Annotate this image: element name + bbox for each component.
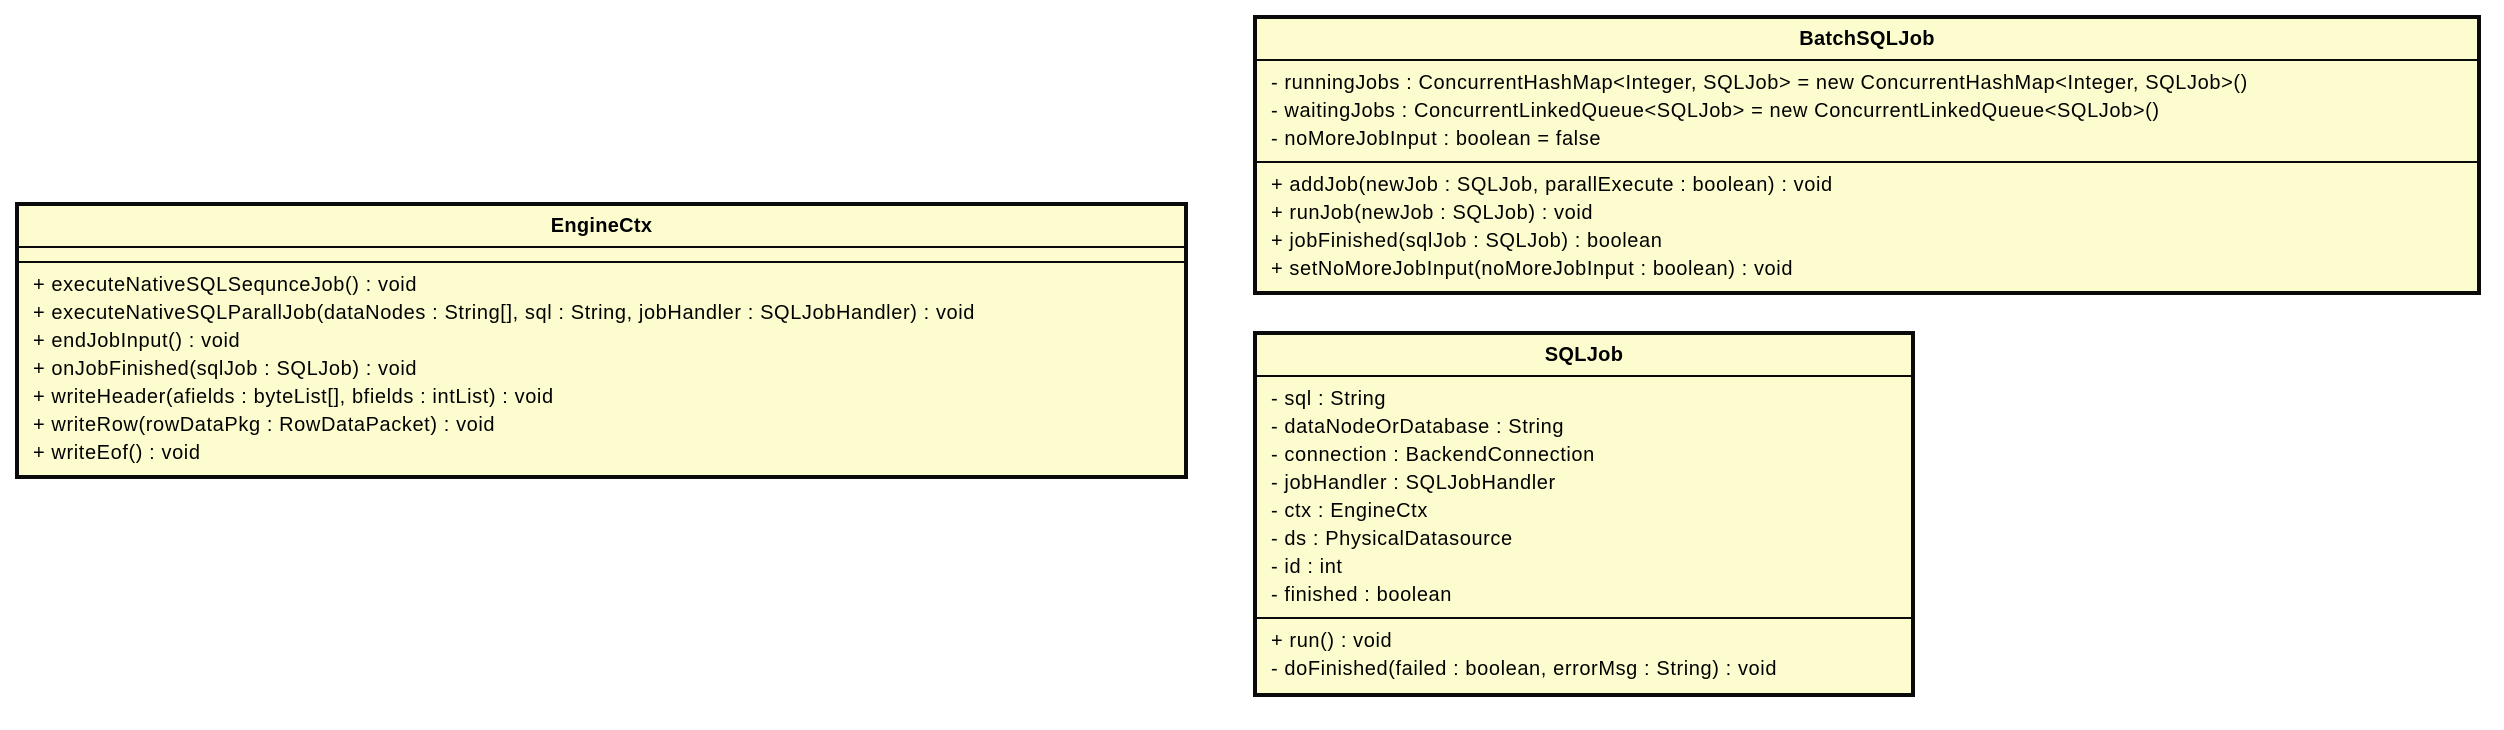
class-member: + onJobFinished(sqlJob : SQLJob) : void [33,358,418,380]
attributes-compartment-batchsqljob: - runningJobs : ConcurrentHashMap<Intege… [1257,61,2477,163]
attributes-compartment-enginectx [19,248,1184,263]
class-member: + writeHeader(afields : byteList[], bfie… [33,386,554,408]
methods-compartment-sqljob: + run() : void - doFinished(failed : bool… [1257,619,1911,691]
class-member: + writeEof() : void [33,442,201,464]
class-member: + endJobInput() : void [33,330,241,352]
class-member: - waitingJobs : ConcurrentLinkedQueue<SQ… [1271,100,2160,122]
class-box-sqljob[interactable]: SQLJob - sql : String - dataNodeOrDatabas… [1253,331,1915,697]
class-member: - noMoreJobInput : boolean = false [1271,128,1602,150]
class-member: - dataNodeOrDatabase : String [1271,416,1565,438]
class-member: - finished : boolean [1271,584,1453,606]
class-member: - ds : PhysicalDatasource [1271,528,1513,550]
class-member: + executeNativeSQLParallJob(dataNodes : … [33,302,976,324]
attributes-compartment-sqljob: - sql : String - dataNodeOrDatabase : Str… [1257,377,1911,619]
class-member: + executeNativeSQLSequnceJob() : void [33,274,418,296]
class-member: + runJob(newJob : SQLJob) : void [1271,202,1594,224]
methods-compartment-enginectx: + executeNativeSQLSequnceJob() : void + e… [19,263,1184,475]
class-member: - runningJobs : ConcurrentHashMap<Intege… [1271,72,2248,94]
class-title-sqljob: SQLJob [1257,335,1911,377]
class-member: + addJob(newJob : SQLJob, parallExecute … [1271,174,1833,196]
class-member: + run() : void [1271,630,1393,652]
class-member: - id : int [1271,556,1343,578]
class-member: + setNoMoreJobInput(noMoreJobInput : boo… [1271,258,1794,280]
class-title-enginectx: EngineCtx [19,206,1184,248]
class-member: - doFinished(failed : boolean, errorMsg … [1271,658,1778,680]
class-member: + jobFinished(sqlJob : SQLJob) : boolean [1271,230,1663,252]
class-member: - sql : String [1271,388,1387,410]
class-member: + writeRow(rowDataPkg : RowDataPacket) :… [33,414,496,436]
class-box-enginectx[interactable]: EngineCtx + executeNativeSQLSequnceJob()… [15,202,1188,479]
class-box-batchsqljob[interactable]: BatchSQLJob - runningJobs : ConcurrentHa… [1253,15,2481,295]
methods-compartment-batchsqljob: + addJob(newJob : SQLJob, parallExecute … [1257,163,2477,291]
class-member: - jobHandler : SQLJobHandler [1271,472,1556,494]
class-member: - ctx : EngineCtx [1271,500,1428,522]
class-member: - connection : BackendConnection [1271,444,1595,466]
class-title-batchsqljob: BatchSQLJob [1257,19,2477,61]
